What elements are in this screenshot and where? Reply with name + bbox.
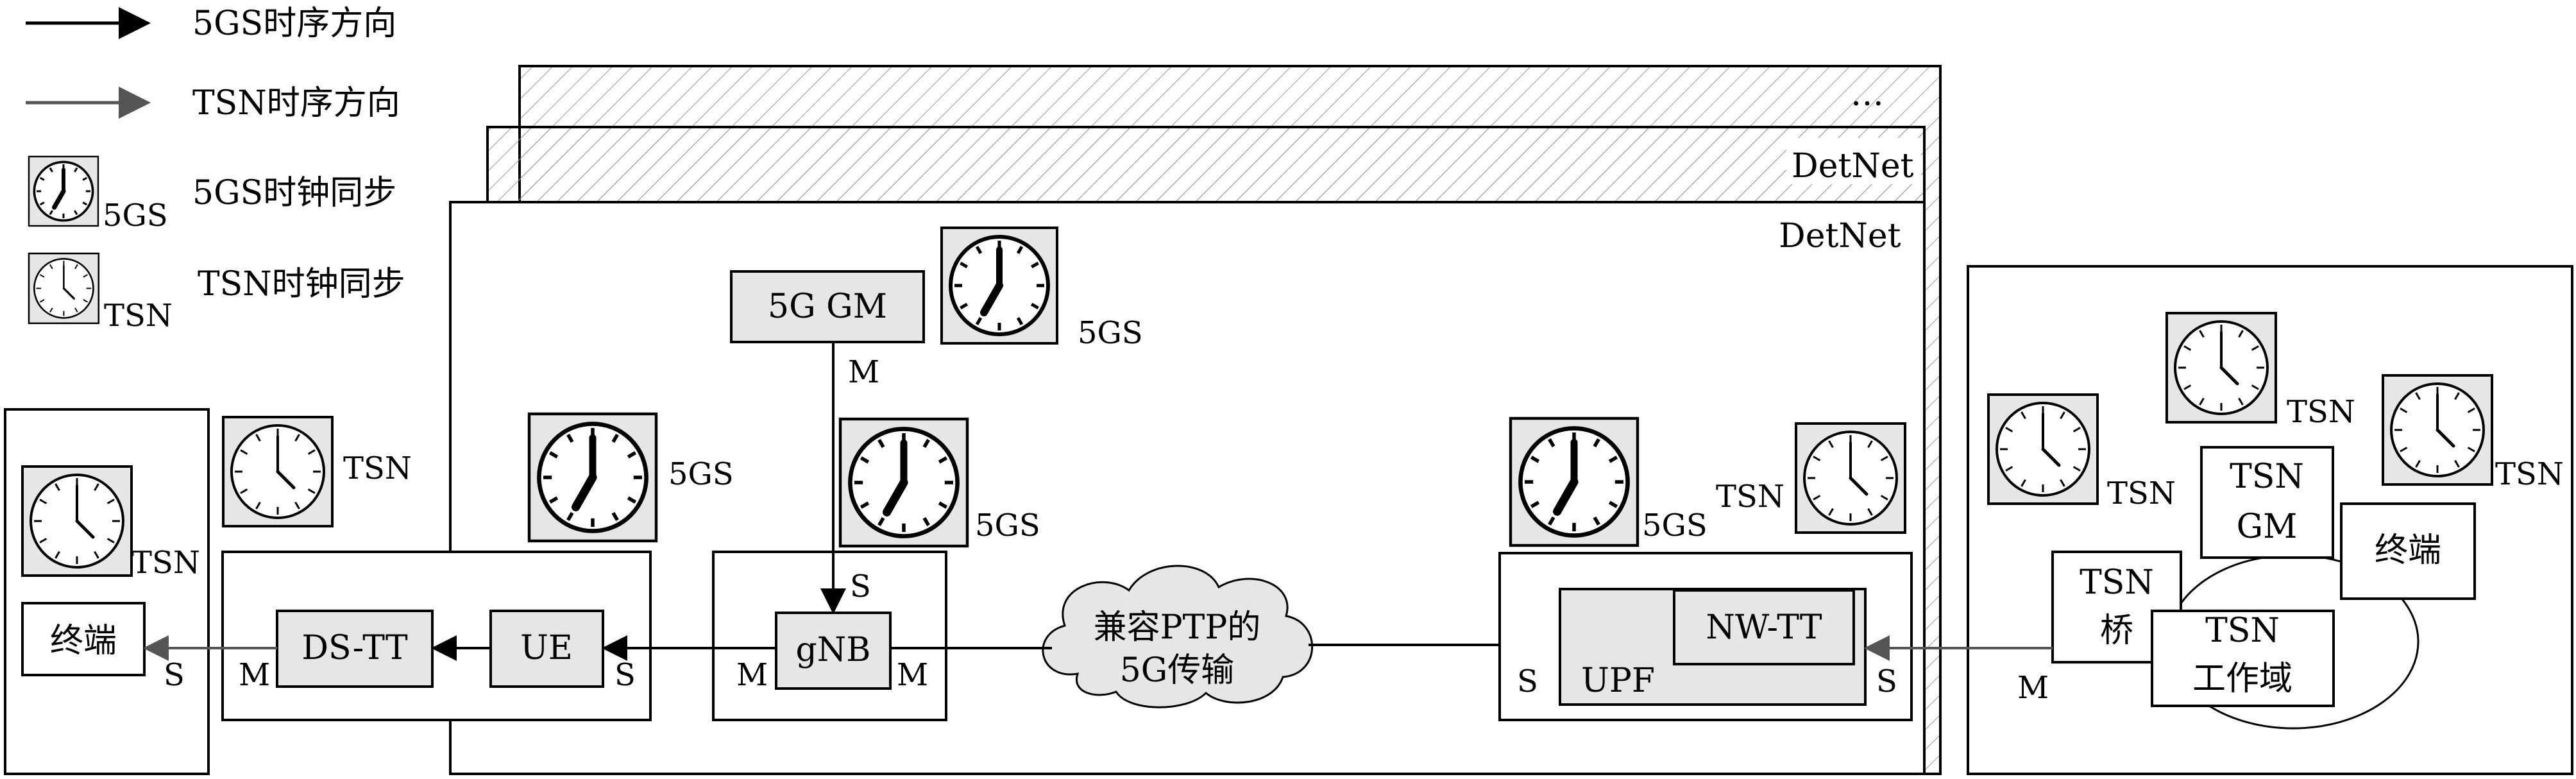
left-terminal-label: 终端 — [50, 622, 117, 660]
dstt-label: DS-TT — [301, 629, 408, 667]
legend: 5GS时序方向 TSN时序方向 5GS 5GS时钟同步 TSN TSN时钟同步 — [26, 4, 405, 334]
5g-gm-box — [730, 270, 925, 343]
right-terminal-label: 终端 — [2375, 531, 2441, 570]
legend-tsn-clock-label: TSN时钟同步 — [198, 265, 405, 304]
ptp-5g-transport-cloud: 兼容PTP的 5G传输 — [1042, 565, 1314, 708]
ue-label: UE — [520, 629, 573, 667]
tsn-gm-clock-label: TSN — [2287, 394, 2355, 430]
upf-label: UPF — [1581, 662, 1655, 700]
left-terminal-clock-label: TSN — [131, 545, 200, 581]
nwtt-clock-label: TSN — [1716, 479, 1784, 515]
detnet-label-2: DetNet — [1792, 147, 1914, 185]
tsn-domain-box — [2151, 610, 2335, 707]
tsn-gm-box — [2200, 446, 2334, 559]
gnb-box — [775, 612, 892, 690]
upf-clock-icon — [1511, 418, 1638, 545]
tsn-gm-line1: TSN — [2230, 458, 2304, 496]
legend-5gs-clock-sub: 5GS — [103, 198, 168, 234]
dstt-port-m: M — [239, 657, 270, 693]
5g-gm-clock-icon — [942, 228, 1057, 343]
upf-port-s: S — [1517, 663, 1538, 699]
dstt-clock-icon — [223, 417, 332, 526]
left-terminal-clock-icon — [22, 467, 131, 576]
gnb-port-s: S — [850, 569, 871, 604]
tsn-bridge-line1: TSN — [2080, 563, 2154, 602]
legend-tsn-timing-label: TSN时序方向 — [192, 84, 400, 123]
legend-5gs-timing-label: 5GS时序方向 — [192, 4, 396, 43]
legend-5gs-clock-label: 5GS时钟同步 — [192, 174, 396, 212]
nwtt-clock-icon — [1796, 424, 1905, 533]
upf-clock-label: 5GS — [1642, 508, 1707, 544]
legend-5gs-clock-icon — [29, 157, 98, 226]
ue-clock-icon — [529, 414, 656, 541]
right-terminal-box — [2340, 502, 2476, 600]
tsn-bridge-clock-icon — [1988, 395, 2097, 504]
nwtt-box — [1673, 589, 1855, 665]
legend-tsn-clock-icon — [28, 252, 100, 325]
gnb-label: gNB — [796, 631, 871, 669]
ue-port-s: S — [614, 657, 636, 693]
gnb-port-m-right: M — [897, 657, 928, 693]
detnet-ellipsis: … — [1851, 75, 1884, 114]
5g-gm-clock-label: 5GS — [1078, 315, 1143, 351]
nwtt-port-s: S — [1876, 663, 1897, 699]
tsn-domain-line2: 工作域 — [2192, 660, 2292, 698]
dstt-box — [276, 610, 434, 688]
right-terminal-clock-icon — [2383, 375, 2492, 484]
gnb-clock-icon — [840, 419, 967, 546]
tsn-bridge-port-m: M — [2017, 670, 2049, 706]
gnb-clock-label: 5GS — [975, 508, 1040, 544]
cloud-line2: 5G传输 — [1120, 651, 1235, 690]
tsn-bridge-clock-label: TSN — [2107, 475, 2176, 511]
ue-clock-label: 5GS — [668, 456, 734, 492]
tsn-domain-line1: TSN — [2205, 612, 2280, 650]
right-terminal-clock-label: TSN — [2495, 456, 2564, 492]
tsn-bridge-line2: 桥 — [2100, 612, 2133, 650]
tsn-gm-line2: GM — [2237, 508, 2298, 546]
left-terminal-port-s: S — [164, 657, 185, 693]
detnet-label-1: DetNet — [1779, 217, 1901, 255]
5g-gm-label: 5G GM — [768, 287, 887, 326]
left-terminal-region — [4, 408, 210, 775]
cloud-line1: 兼容PTP的 — [1094, 608, 1261, 647]
dstt-clock-label: TSN — [343, 450, 412, 486]
legend-tsn-clock-sub: TSN — [104, 298, 173, 334]
left-terminal-box — [21, 602, 146, 676]
nwtt-label: NW-TT — [1706, 608, 1822, 647]
gnb-port-m-left: M — [736, 657, 768, 693]
5g-gm-port-m: M — [848, 354, 879, 390]
tsn-gm-clock-icon — [2167, 313, 2276, 422]
